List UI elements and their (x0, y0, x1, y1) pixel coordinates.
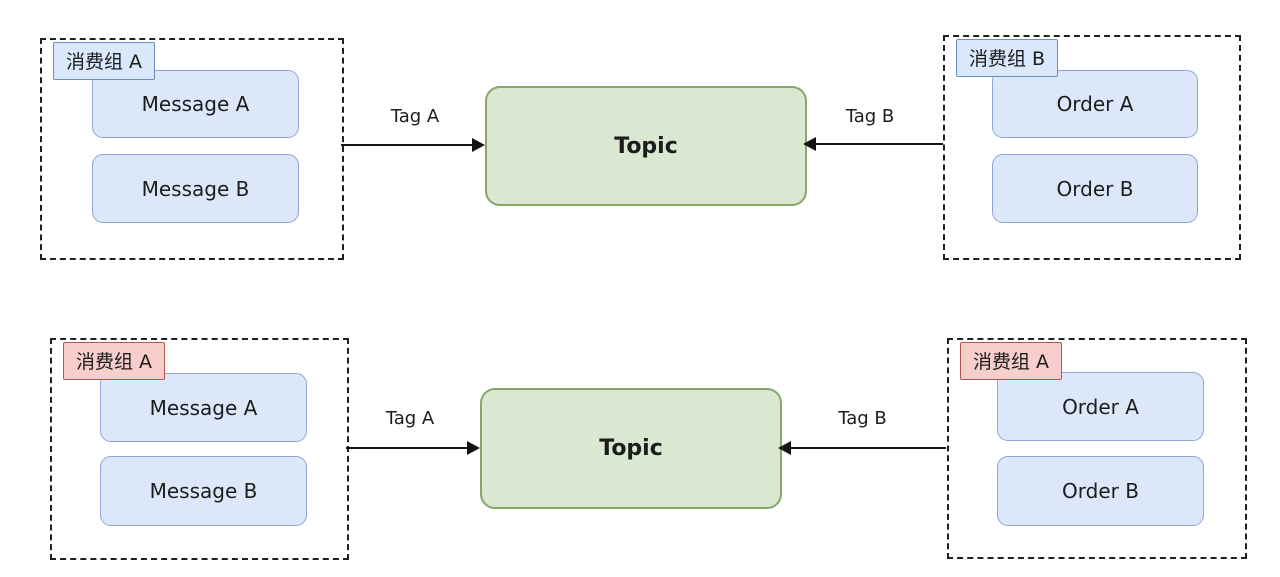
tag-label: Tag B (838, 408, 887, 429)
arrowhead-left-icon (778, 441, 791, 455)
consumer-group-label: 消费组 B (956, 39, 1059, 77)
consumer-group-box: 消费组 A Message A Message B (50, 338, 349, 560)
arrow-line (791, 447, 946, 449)
arrowhead-right-icon (467, 441, 480, 455)
tag-label: Tag B (845, 106, 895, 127)
arrowhead-left-icon (803, 137, 816, 151)
arrowhead-right-icon (472, 138, 485, 152)
order-node: Order B (997, 456, 1204, 526)
order-node: Order A (997, 372, 1204, 441)
consumer-group-label: 消费组 A (63, 342, 166, 380)
message-node: Message B (92, 154, 299, 223)
arrow-line (341, 144, 473, 146)
tag-label: Tag A (385, 408, 435, 429)
tag-label: Tag A (390, 106, 440, 127)
topic-node: Topic (485, 86, 807, 206)
order-node: Order B (992, 154, 1198, 223)
consumer-group-box: 消费组 A Message A Message B (40, 38, 344, 260)
consumer-group-box: 消费组 B Order A Order B (943, 35, 1241, 260)
arrow-line (816, 143, 943, 145)
message-node: Message A (92, 70, 299, 138)
consumer-group-box: 消费组 A Order A Order B (947, 338, 1247, 559)
message-node: Message A (100, 373, 307, 442)
message-node: Message B (100, 456, 307, 526)
order-node: Order A (992, 70, 1198, 138)
topic-node: Topic (480, 388, 782, 509)
consumer-group-label: 消费组 A (53, 42, 156, 80)
arrow-line (346, 447, 468, 449)
consumer-group-label: 消费组 A (960, 342, 1063, 380)
